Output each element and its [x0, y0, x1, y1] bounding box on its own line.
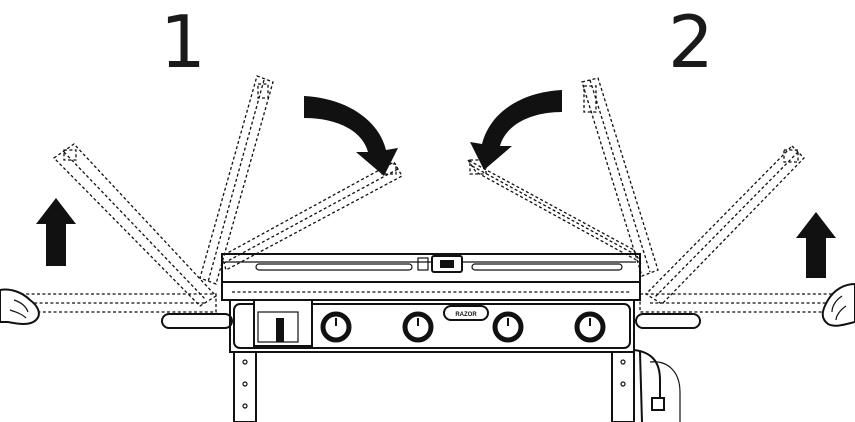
brand-badge: RAZOR — [443, 305, 489, 321]
curved-arrow-left-icon — [470, 90, 562, 170]
right-shelf-vertical — [581, 77, 659, 277]
step-number-1: 1 — [160, 0, 206, 84]
right-leg — [611, 351, 635, 422]
left-shelf-horizontal — [9, 293, 217, 313]
hand-icon — [0, 288, 40, 325]
up-arrow-icon — [796, 212, 836, 278]
control-panel — [229, 299, 635, 353]
burner-knob-1 — [320, 311, 352, 343]
griddle: RAZOR — [161, 253, 701, 422]
burner-knob-3 — [492, 311, 524, 343]
burner-knob-2 — [402, 311, 434, 343]
right-shelf-folded — [467, 159, 642, 264]
lid-latch — [417, 255, 463, 273]
hand-icon — [821, 282, 855, 327]
curved-arrow-right-icon — [304, 96, 398, 176]
up-arrow-icon — [36, 198, 76, 266]
step-number-2: 2 — [668, 0, 714, 84]
left-shelf-vertical — [199, 75, 274, 285]
burner-knob-4 — [574, 311, 606, 343]
left-side-handle — [161, 313, 233, 329]
right-side-handle — [635, 313, 701, 329]
gas-hose — [633, 349, 681, 422]
right-shelf-angled-low — [644, 145, 805, 305]
right-shelf-horizontal — [639, 293, 847, 313]
left-leg — [233, 351, 257, 422]
igniter-box — [253, 299, 313, 347]
brand-badge-text: RAZOR — [455, 312, 477, 318]
left-shelf-angled-low — [52, 143, 218, 307]
